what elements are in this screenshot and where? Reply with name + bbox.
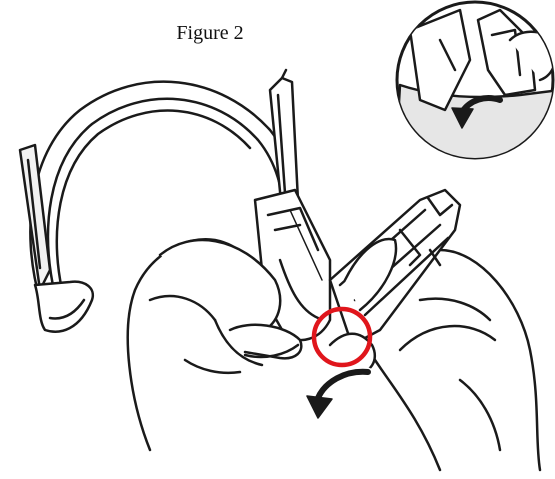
rotate-arrow-icon xyxy=(307,372,368,418)
detail-inset xyxy=(395,2,555,170)
earpiece-base xyxy=(330,190,460,345)
